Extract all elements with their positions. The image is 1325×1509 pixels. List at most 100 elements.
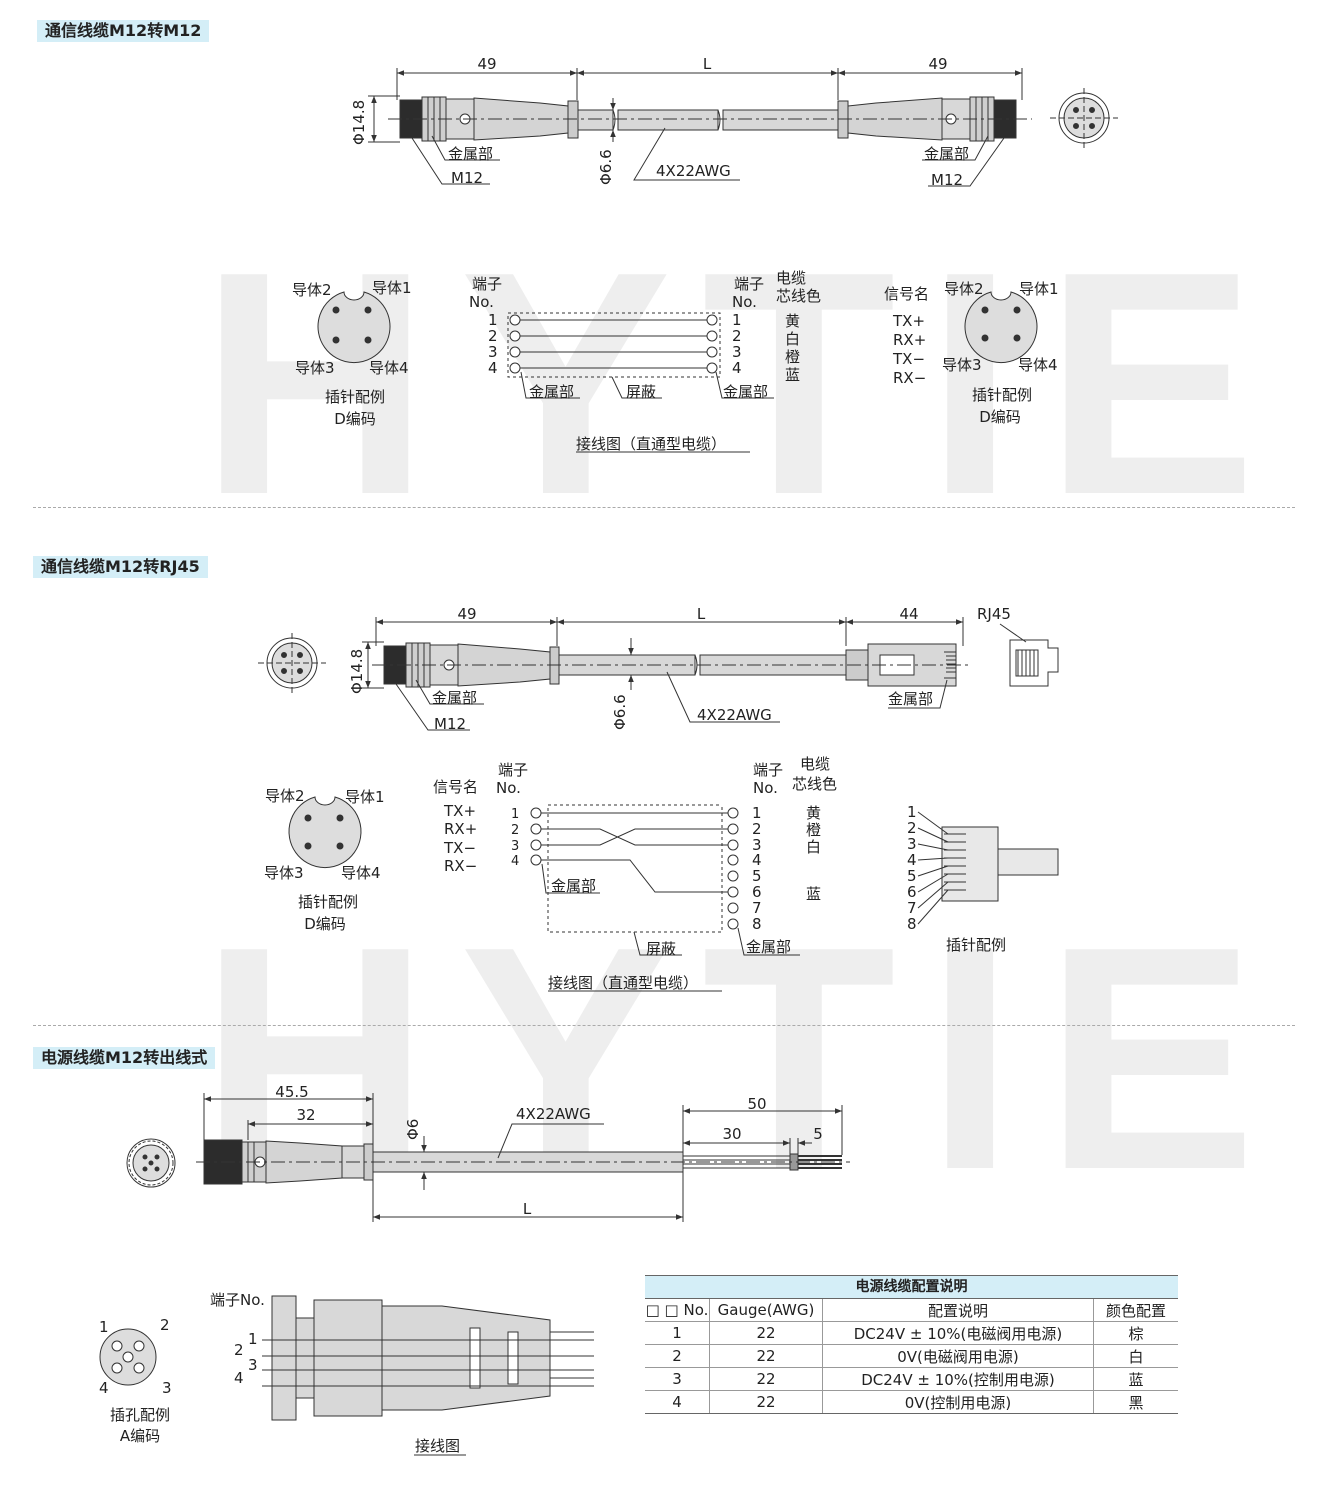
- wire-num-3: 3: [488, 343, 498, 361]
- pin-caption-1-right: 插针配例: [972, 386, 1032, 404]
- socket-a-coding-labels: 1 2 4 3 插孔配例 A编码: [99, 1316, 172, 1445]
- wire-color-white: 白: [785, 330, 800, 348]
- label-metal-s2: 金属部: [432, 689, 477, 707]
- spec-cell: 22: [709, 1367, 823, 1391]
- socket-a-coding-diagram: [99, 1328, 157, 1386]
- rj45-pin-1: 1: [907, 803, 917, 821]
- dim-diameter-6-6: Φ6.6: [597, 149, 615, 185]
- left-num-4: 4: [511, 854, 519, 869]
- cable-label-1-s2: 电缆: [800, 755, 830, 773]
- wire-num-3-right: 3: [732, 343, 742, 361]
- rj45-pin-3: 3: [907, 835, 917, 853]
- signal-name-label-s2: 信号名: [433, 778, 478, 796]
- color-blue-s2: 蓝: [806, 885, 821, 903]
- section-title-m12-rj45: 通信线缆M12转RJ45: [33, 556, 208, 578]
- spec-cell: 22: [709, 1321, 823, 1345]
- spec-cell: 白: [1093, 1344, 1178, 1368]
- power-wire-num-2: 2: [234, 1341, 244, 1359]
- dim-left-49: 49: [477, 55, 496, 73]
- dim-length-l: L: [703, 55, 712, 73]
- power-cable-spec-table: 电源线缆配置说明 □ □ No. Gauge(AWG) 配置说明 颜色配置 1 …: [645, 1275, 1178, 1414]
- pin-label-c4-s2: 导体4: [341, 864, 381, 882]
- signal-rx-plus: RX+: [893, 331, 926, 349]
- left-num-1: 1: [511, 807, 519, 822]
- spec-cell: 棕: [1093, 1321, 1178, 1345]
- signal-rx-minus-s2: RX−: [444, 857, 477, 875]
- dim-right-44: 44: [899, 605, 918, 623]
- m12-pin-labels-left: 导体2 导体1 导体3 导体4 插针配例 D编码: [292, 279, 412, 428]
- pin-caption-2: D编码: [334, 410, 376, 428]
- m12-pin-labels-s2: 导体2 导体1 导体3 导体4 插针配例 D编码: [264, 787, 385, 933]
- spec-header-no: □ □ No.: [645, 1299, 710, 1322]
- wire-num-4: 4: [488, 359, 498, 377]
- signal-rx-plus-s2: RX+: [444, 820, 477, 838]
- power-cable-labels: 45.5 32 Φ6 4X22AWG 50 30 5 L: [275, 1083, 822, 1218]
- rj45-pin-6: 6: [907, 883, 917, 901]
- watermark-top: HYTIE: [200, 206, 1287, 561]
- signal-tx-plus: TX+: [892, 312, 925, 330]
- term-label-2-right: No.: [732, 293, 757, 311]
- m12-pin-diagram-s2: [288, 796, 362, 869]
- rj45-pin-diagram: [917, 811, 1059, 925]
- pin-label-c3-s2: 导体3: [264, 864, 304, 882]
- dim-left-49-s2: 49: [457, 605, 476, 623]
- pin-caption-1-s2: 插针配例: [298, 893, 358, 911]
- term-label-1-s2: 端子: [498, 761, 528, 779]
- color-white-s2: 白: [806, 838, 821, 856]
- term-label-2-s2: No.: [496, 779, 521, 797]
- section-title-m12-m12: 通信线缆M12转M12: [37, 20, 210, 42]
- pin-label-c3: 导体3: [295, 359, 335, 377]
- wiring-metal-left: 金属部: [529, 383, 574, 401]
- power-term-label: 端子No.: [210, 1291, 265, 1309]
- socket-num-2: 2: [160, 1316, 170, 1334]
- cable-label-2-s2: 芯线色: [792, 775, 837, 793]
- signal-tx-minus: TX−: [892, 350, 925, 368]
- table-row: 3 22 DC24V ± 10%(控制用电源) 蓝: [645, 1367, 1178, 1391]
- term-label-2-right-s2: No.: [753, 779, 778, 797]
- rj45-pin-labels: 1 2 3 4 5 6 7 8 插针配例: [907, 803, 1006, 954]
- signal-name-label: 信号名: [884, 285, 929, 303]
- right-num-6: 6: [752, 883, 762, 901]
- left-num-2: 2: [511, 823, 519, 838]
- pin-label-c4: 导体4: [369, 359, 409, 377]
- section-title-power-cable: 电源线缆M12转出线式: [33, 1047, 216, 1069]
- pin-label-c1: 导体1: [372, 279, 412, 297]
- spec-header-description: 配置说明: [822, 1299, 1094, 1322]
- dim-right-49: 49: [928, 55, 947, 73]
- wiring-shield: 屏蔽: [626, 383, 656, 401]
- spec-cell: 22: [709, 1390, 823, 1414]
- pin-label-c2-s2: 导体2: [265, 787, 305, 805]
- dim-length-l-s3: L: [523, 1200, 532, 1218]
- socket-num-3: 3: [162, 1379, 172, 1397]
- socket-caption-2: A编码: [120, 1427, 160, 1445]
- spec-header-gauge: Gauge(AWG): [709, 1299, 823, 1322]
- m12-rj45-wiring-labels: 信号名 端子 No. 端子 No. 电缆 芯线色 TX+ RX+ TX− RX−…: [433, 755, 837, 992]
- wiring-caption: 接线图（直通型电缆）: [576, 435, 726, 453]
- wire-num-1-right: 1: [732, 311, 742, 329]
- rj45-pin-8: 8: [907, 915, 917, 933]
- rj45-pin-4: 4: [907, 851, 917, 869]
- power-wiring-diagram: [262, 1295, 594, 1456]
- socket-num-4: 4: [99, 1379, 109, 1397]
- pin-label-c2: 导体2: [292, 281, 332, 299]
- right-num-8: 8: [752, 915, 762, 933]
- label-metal-right-s2: 金属部: [888, 690, 933, 708]
- dim-length-l-s2: L: [697, 605, 706, 623]
- term-label-1-right: 端子: [734, 275, 764, 293]
- color-yellow-s2: 黄: [806, 804, 821, 822]
- spec-cell: DC24V ± 10%(控制用电源): [822, 1367, 1094, 1391]
- divider-1: [33, 507, 1295, 508]
- spec-cell: 1: [645, 1321, 710, 1345]
- right-num-7: 7: [752, 899, 762, 917]
- wiring-metal-left-s2: 金属部: [551, 877, 596, 895]
- term-label-1-right-s2: 端子: [753, 761, 783, 779]
- rj45-pin-caption: 插针配例: [946, 936, 1006, 954]
- dim-diameter-14-8-s2: Φ14.8: [348, 649, 366, 694]
- label-metal-left: 金属部: [448, 145, 493, 163]
- spec-cell: 蓝: [1093, 1367, 1178, 1391]
- spec-cell: 22: [709, 1344, 823, 1368]
- label-awg-s3: 4X22AWG: [516, 1105, 591, 1123]
- rj45-pin-2: 2: [907, 819, 917, 837]
- wire-num-2: 2: [488, 327, 498, 345]
